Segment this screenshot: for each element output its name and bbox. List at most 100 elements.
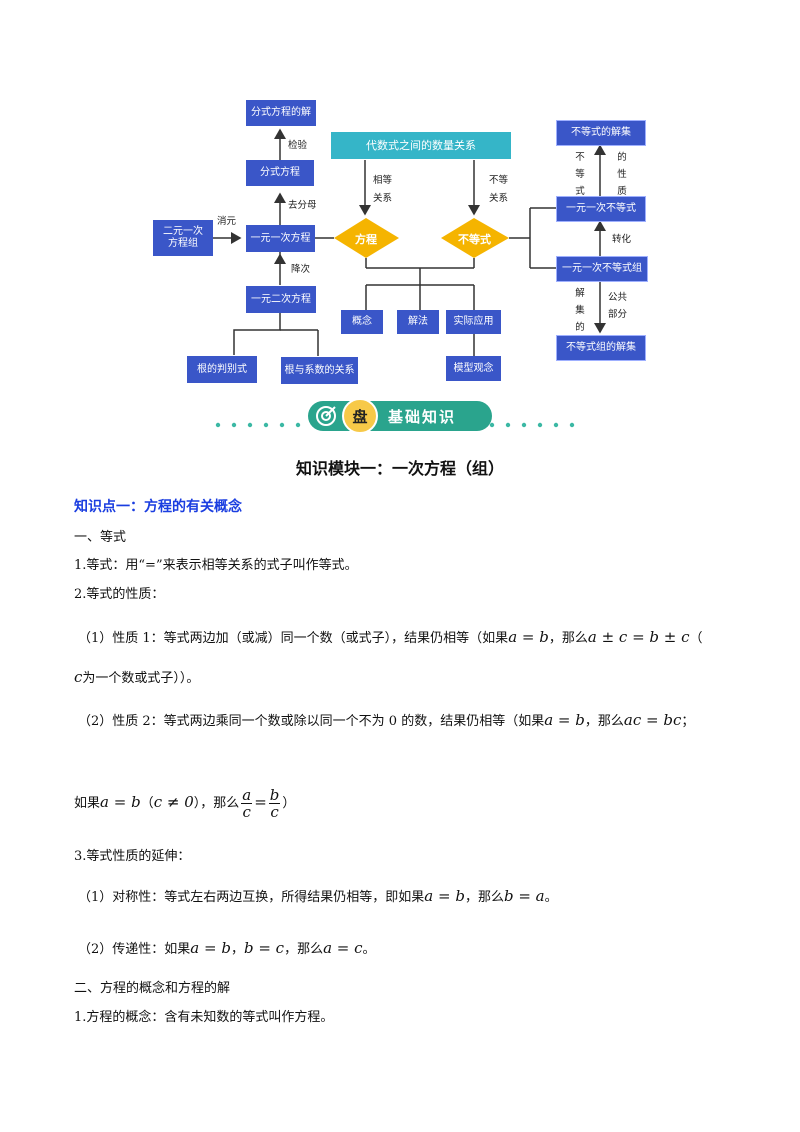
inequality-vertical-label: 不 等 式 <box>574 149 586 200</box>
clear-denominator-label: 去分母 <box>288 200 317 211</box>
fraction-equation-box: 分式方程 <box>246 160 314 186</box>
common-part-label: 公共 部分 <box>608 291 627 321</box>
prop2-math-2: ac = bc <box>623 711 682 729</box>
sym-text-c: 。 <box>544 890 558 905</box>
binary-linear-box: 二元一次 方程组 <box>153 220 213 256</box>
prop1-text-a: （1）性质 1：等式两边加（或减）同一个数（或式子），结果仍相等（如果 <box>78 631 509 646</box>
symmetry: （1）对称性：等式左右两边互换，所得结果仍相等，即如果a = b，那么b = a… <box>78 887 558 907</box>
prop2-text-f: （ <box>140 796 154 811</box>
prop1-text-d: 为一个数或式子））。 <box>82 671 200 686</box>
top-relation-bar: 代数式之间的数量关系 <box>331 132 511 159</box>
property-1: （1）性质 1：等式两边加（或减）同一个数（或式子），结果仍相等（如果a = b… <box>78 628 703 648</box>
trans-math-2: b = c <box>243 939 285 957</box>
banner: 盘 基础知识 <box>308 398 492 434</box>
property-vertical-label: 的 性 质 <box>616 149 628 200</box>
sym-math-2: b = a <box>503 887 545 905</box>
equal-relation-label: 相等 关系 <box>373 174 392 205</box>
sol-char-3: 的 <box>575 322 585 333</box>
inequality-diamond-label: 不等式 <box>458 233 491 246</box>
equal-relation-line1: 相等 <box>373 175 393 186</box>
solution-method-box: 解法 <box>397 310 439 334</box>
diagram-connectors <box>213 128 606 356</box>
binary-linear-line1: 二元一次 <box>163 226 203 237</box>
equality-definition: 1.等式：用“=”来表示相等关系的式子叫作等式。 <box>74 558 358 573</box>
prop2-text-h: ） <box>282 796 296 811</box>
banner-dots <box>215 422 575 428</box>
prop-char-2: 性 <box>617 169 627 180</box>
linear-equation-box: 一元一次方程 <box>246 225 315 252</box>
frac-den-c1: c <box>242 803 251 821</box>
equation-definition: 1.方程的概念：含有未知数的等式叫作方程。 <box>74 1010 334 1025</box>
quadratic-equation-box: 一元二次方程 <box>246 286 316 313</box>
equation-diamond-label: 方程 <box>355 233 377 246</box>
frac-den-c2: c <box>270 803 279 821</box>
unequal-relation-line1: 不等 <box>489 175 509 186</box>
prop2-math-3: a = b <box>100 793 141 811</box>
prop2-text-c: ； <box>681 714 695 729</box>
sym-math-1: a = b <box>424 887 465 905</box>
property-1-cont: c为一个数或式子））。 <box>74 668 199 688</box>
prop1-text-c: （ <box>689 631 703 646</box>
sym-text-a: （1）对称性：等式左右两边互换，所得结果仍相等，即如果 <box>78 890 425 905</box>
prop2-text-g: ），那么 <box>193 796 240 811</box>
trans-text-d: 。 <box>362 942 376 957</box>
module-title: 知识模块一：一次方程（组） <box>295 459 504 478</box>
prop2-text-e: 如果 <box>74 796 101 811</box>
ineq-char-2: 等 <box>575 169 585 180</box>
solution-set-vertical-label: 解 集 的 <box>574 285 586 336</box>
prop1-text-b: ，那么 <box>548 631 588 646</box>
equality-properties-heading: 2.等式的性质： <box>74 587 165 602</box>
application-box: 实际应用 <box>446 310 501 334</box>
common-part-line2: 部分 <box>608 309 628 320</box>
equation-diamond <box>334 218 399 258</box>
prop-char-1: 的 <box>617 152 627 163</box>
inequality-solution-set-box: 不等式的解集 <box>556 120 646 146</box>
trans-text-c: ，那么 <box>284 942 324 957</box>
elimination-label: 消元 <box>217 216 237 227</box>
frac-num-b: b <box>268 786 281 804</box>
inequality-diamond <box>441 218 509 258</box>
equal-relation-line2: 关系 <box>373 193 393 204</box>
vieta-box: 根与系数的关系 <box>281 357 358 384</box>
sol-char-2: 集 <box>575 305 585 316</box>
property-2: （2）性质 2：等式两边乘同一个数或除以同一个不为 0 的数，结果仍相等（如果 a… <box>78 711 694 731</box>
frac-num-a: a <box>241 786 253 804</box>
prop-char-3: 质 <box>617 186 627 197</box>
prop1-math-2: a ± c = b ± c <box>587 628 690 646</box>
common-part-line1: 公共 <box>608 292 628 303</box>
transitivity: （2）传递性：如果a = b，b = c，那么a = c。 <box>78 939 376 959</box>
ineq-char-3: 式 <box>575 186 585 197</box>
prop1-math-1: a = b <box>508 628 549 646</box>
banner-badge: 盘 <box>342 398 378 434</box>
sol-char-1: 解 <box>575 288 585 299</box>
discriminant-box: 根的判别式 <box>187 356 257 383</box>
section-equation: 二、方程的概念和方程的解 <box>74 981 231 996</box>
unequal-relation-line2: 关系 <box>489 193 509 204</box>
trans-math-1: a = b <box>190 939 231 957</box>
trans-math-3: a = c <box>323 939 363 957</box>
trans-text-b: ， <box>230 942 244 957</box>
diamond-shapes <box>334 218 509 258</box>
target-icon <box>316 406 336 426</box>
frac-equals: = <box>254 793 267 811</box>
section-equality: 一、等式 <box>74 530 127 545</box>
degree-reduce-label: 降次 <box>291 264 311 275</box>
concept-box: 概念 <box>341 310 383 334</box>
sym-text-b: ，那么 <box>464 890 504 905</box>
extension-heading: 3.等式性质的延伸： <box>74 849 191 864</box>
unequal-relation-label: 不等 关系 <box>489 174 508 205</box>
ineq-char-1: 不 <box>575 152 585 163</box>
check-label: 检验 <box>288 140 308 151</box>
linear-inequality-group-box: 一元一次不等式组 <box>556 256 648 282</box>
binary-linear-line2: 方程组 <box>168 238 198 249</box>
prop2-text-a: （2）性质 2：等式两边乘同一个数或除以同一个不为 0 的数，结果仍相等（如果 <box>78 714 545 729</box>
group-solution-set-box: 不等式组的解集 <box>556 335 646 361</box>
banner-title: 基础知识 <box>388 408 457 426</box>
trans-text-a: （2）传递性：如果 <box>78 942 191 957</box>
transform-label: 转化 <box>612 234 632 245</box>
banner-badge-char: 盘 <box>352 407 368 426</box>
linear-inequality-box: 一元一次不等式 <box>556 196 646 222</box>
